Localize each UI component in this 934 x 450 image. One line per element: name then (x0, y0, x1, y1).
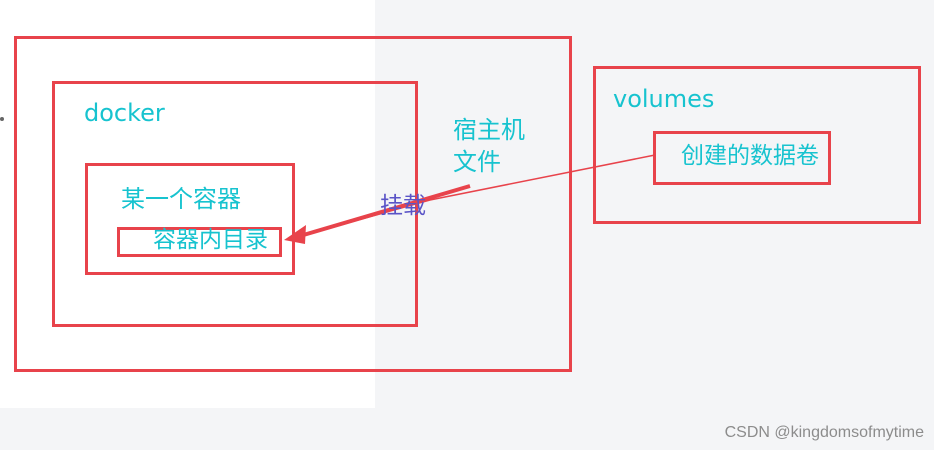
volume-item-label: 创建的数据卷 (681, 143, 819, 169)
host-file-label: 宿主机文件 (453, 116, 525, 176)
container-dir-label: 容器内目录 (153, 227, 268, 253)
volumes-label: volumes (613, 85, 715, 113)
mount-label: 挂载 (380, 193, 426, 219)
container-dir-box (117, 227, 282, 257)
container-label: 某一个容器 (121, 185, 241, 213)
container-box (85, 163, 295, 275)
volumes-box (593, 66, 921, 224)
watermark: CSDN @kingdomsofmytime (724, 424, 924, 441)
edge-marker (0, 117, 4, 121)
docker-label: docker (84, 99, 165, 127)
